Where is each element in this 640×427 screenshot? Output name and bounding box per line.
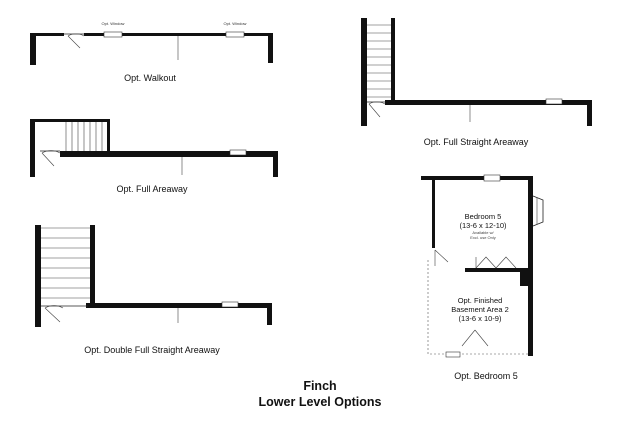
plan-name: Finch: [303, 379, 337, 393]
full-areaway-stairs: [65, 122, 103, 151]
bedroom5-room-label: Bedroom 5 (13-6 x 12-10) Available w/ Ex…: [459, 212, 506, 240]
walkout-window-1: [103, 31, 123, 38]
bedroom5-note-2: Excl. use Only: [470, 235, 496, 240]
bedroom5-door: [434, 249, 449, 266]
label-walkout: Opt. Walkout: [124, 73, 176, 83]
bedroom5-name: Bedroom 5: [464, 212, 502, 221]
plan-subtitle: Lower Level Options: [258, 395, 382, 409]
bedroom5-size: (13-6 x 12-10): [459, 221, 507, 230]
walkout-window-2: [225, 31, 245, 38]
label-full-straight-areaway: Opt. Full Straight Areaway: [423, 137, 529, 147]
basement-line1: Opt. Finished: [457, 296, 503, 305]
label-full-areaway: Opt. Full Areaway: [116, 184, 188, 194]
basement-line2: Basement Area 2: [451, 305, 509, 314]
full-areaway-window: [229, 149, 247, 156]
label-bedroom5-option: Opt. Bedroom 5: [454, 371, 518, 381]
straight-areaway-window: [545, 98, 563, 105]
double-areaway-door-swing: [44, 305, 64, 323]
walkout-door-swing: [67, 33, 85, 49]
double-areaway-plan: [35, 225, 272, 327]
full-areaway-door-swing: [41, 150, 61, 167]
full-areaway-plan: [30, 119, 278, 177]
double-areaway-window: [221, 301, 239, 308]
basement-size: (13-6 x 10-9): [458, 314, 502, 323]
straight-areaway-door-swing: [368, 101, 386, 118]
walkout-window-note-2: Opt. Window: [223, 21, 247, 26]
basement-window: [445, 351, 461, 358]
walkout-window-note-1: Opt. Window: [101, 21, 125, 26]
basement-room-label: Opt. Finished Basement Area 2 (13-6 x 10…: [451, 296, 509, 323]
walkout-plan: [30, 31, 273, 65]
bedroom5-note-1: Available w/: [472, 230, 494, 235]
closet-doors: [475, 256, 517, 269]
bay-window: [532, 195, 544, 227]
bedroom5-window: [483, 174, 501, 182]
finished-area-boundary: [427, 260, 528, 355]
bedroom5-plan: [421, 174, 544, 358]
straight-areaway-plan: [361, 18, 592, 126]
straight-areaway-stairs: [367, 24, 391, 98]
basement-door: [461, 329, 489, 347]
label-double-areaway: Opt. Double Full Straight Areaway: [84, 345, 220, 355]
double-areaway-stairs: [41, 227, 90, 299]
